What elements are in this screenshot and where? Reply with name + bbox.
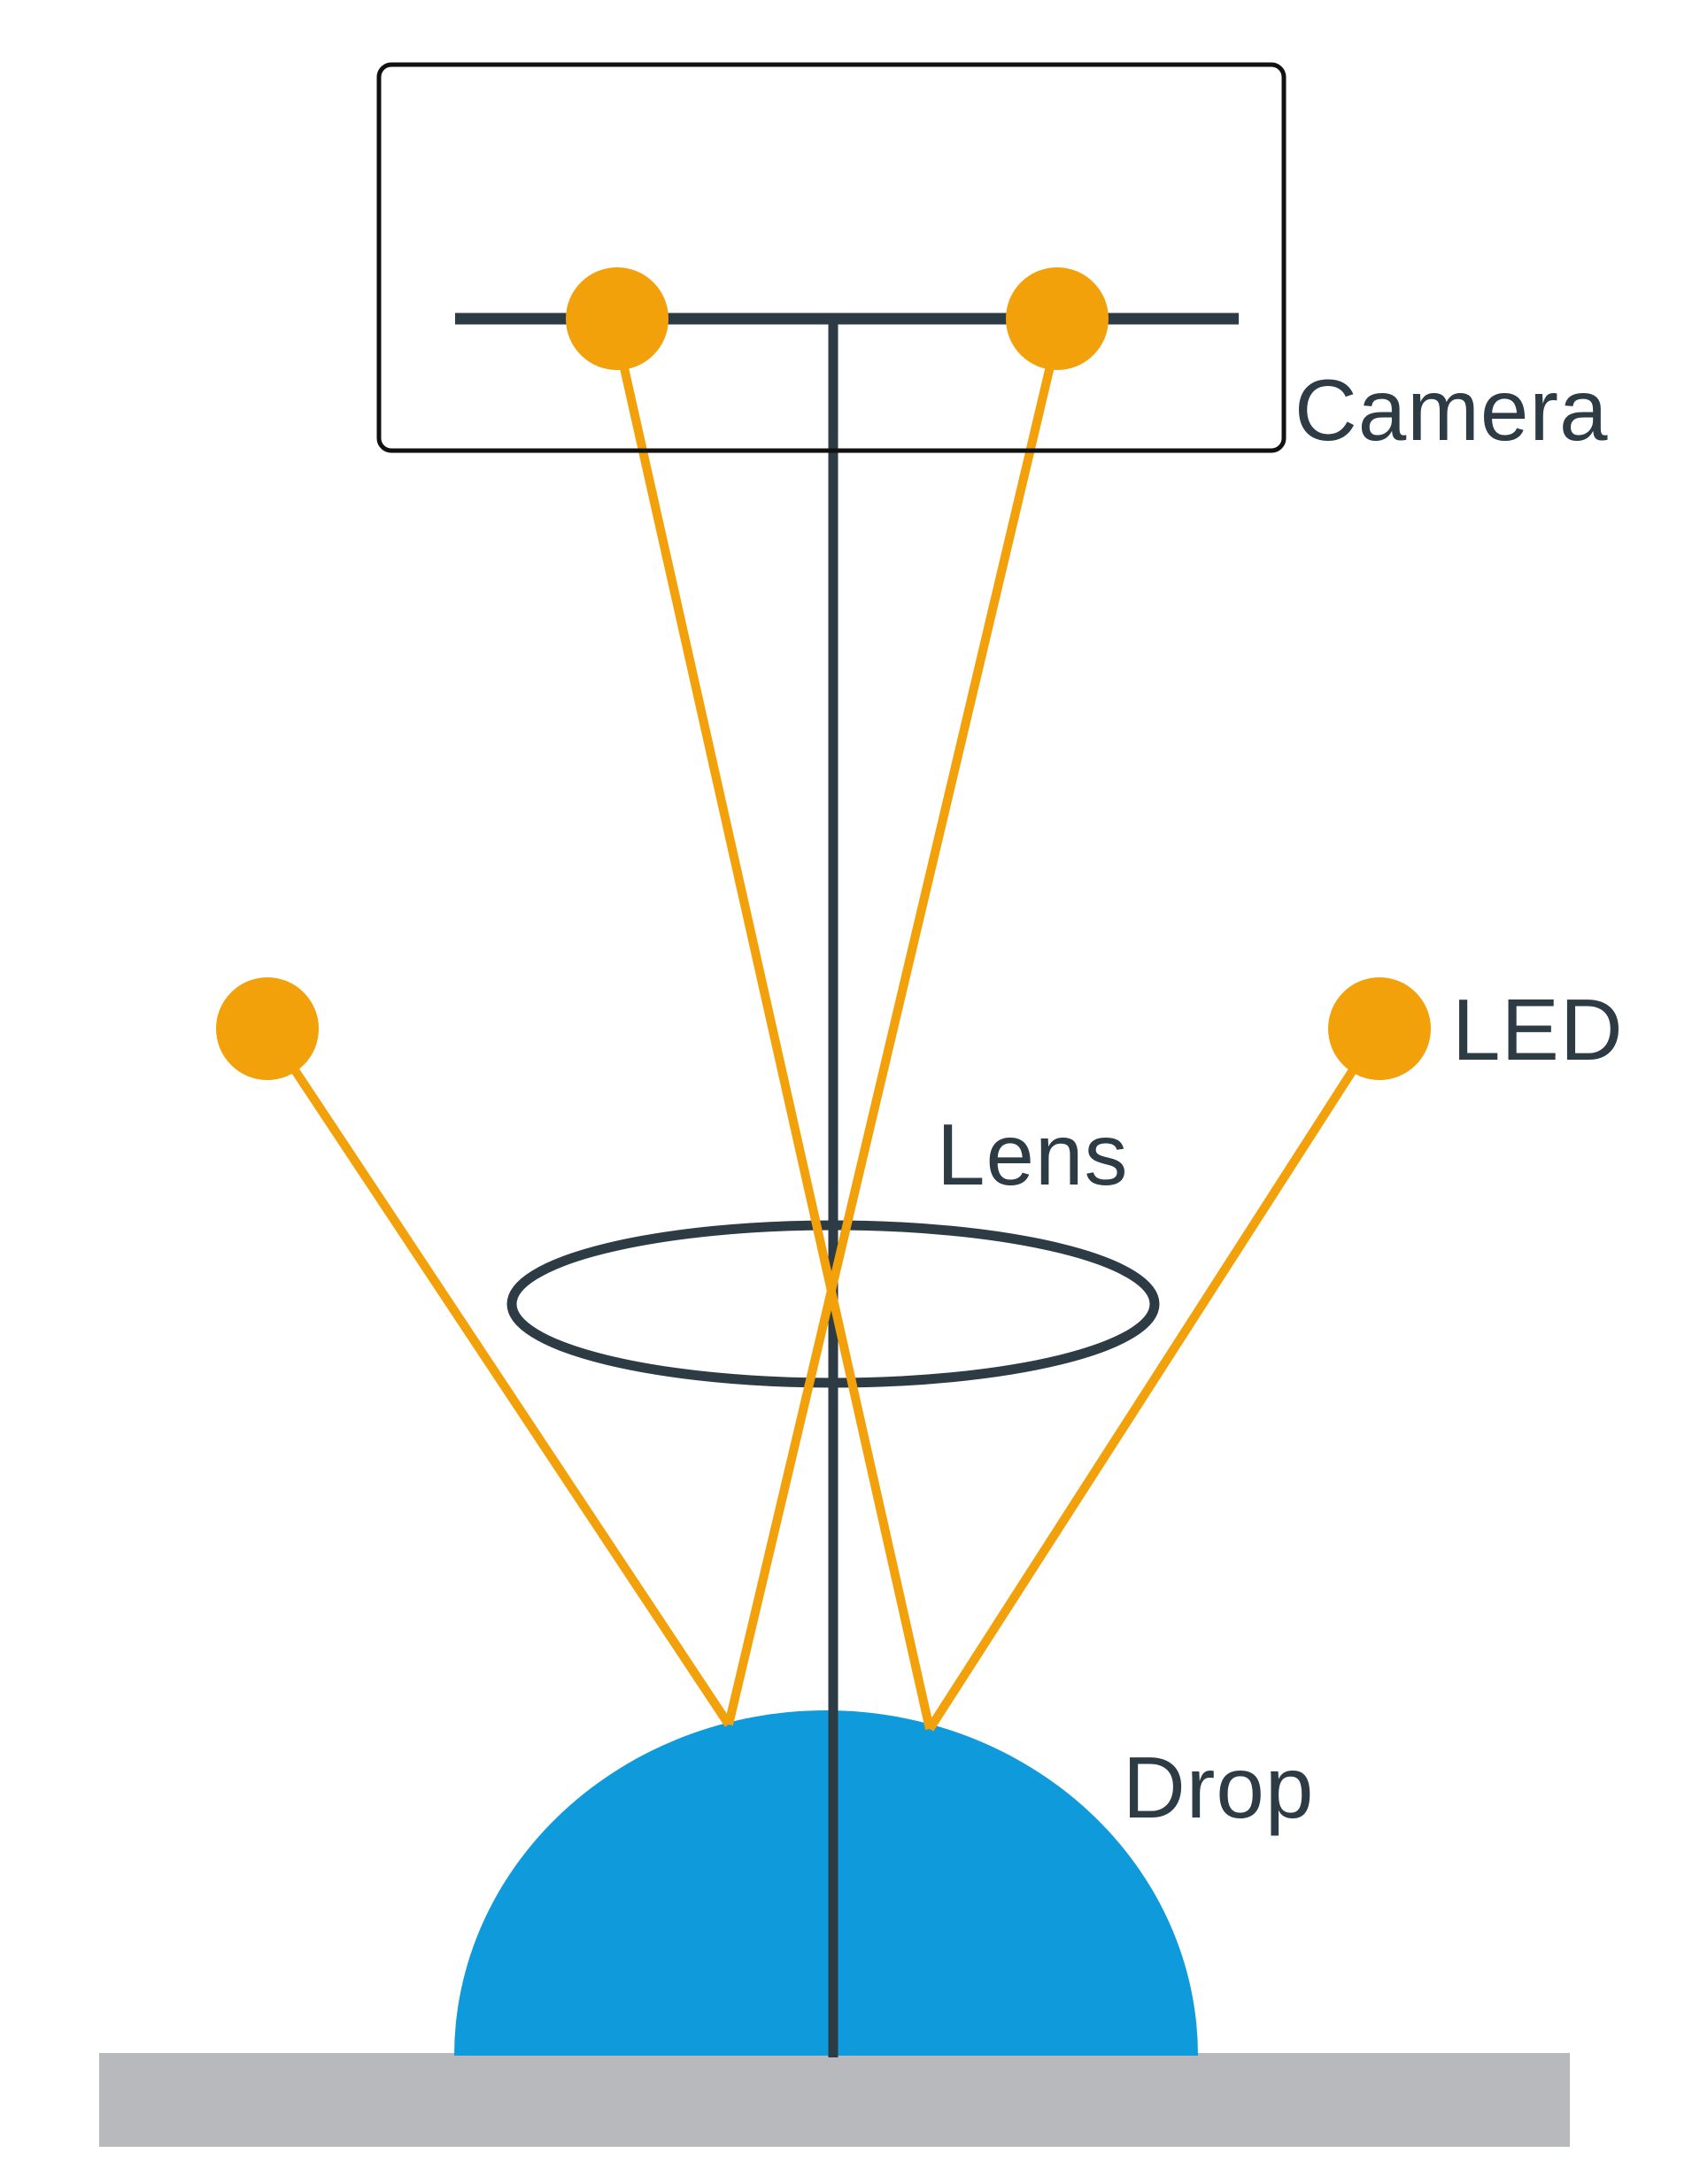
substrate-bar: [99, 2053, 1570, 2147]
led-right-dot: [1328, 977, 1431, 1080]
camera-sensor-dot-left: [566, 267, 668, 370]
camera-right-ray: [724, 335, 1062, 1726]
drop-shape: [454, 1710, 1198, 2056]
lens-label: Lens: [937, 1106, 1129, 1203]
led-left-ray: [263, 1026, 733, 1727]
camera-left-ray: [613, 335, 934, 1731]
drop-label: Drop: [1123, 1739, 1314, 1836]
camera-label: Camera: [1294, 361, 1609, 459]
led-left-dot: [216, 977, 319, 1080]
led-label: LED: [1452, 981, 1624, 1078]
camera-sensor-dot-right: [1006, 267, 1109, 370]
led-right-ray: [925, 1026, 1384, 1732]
camera-box-outline: [376, 62, 1287, 453]
